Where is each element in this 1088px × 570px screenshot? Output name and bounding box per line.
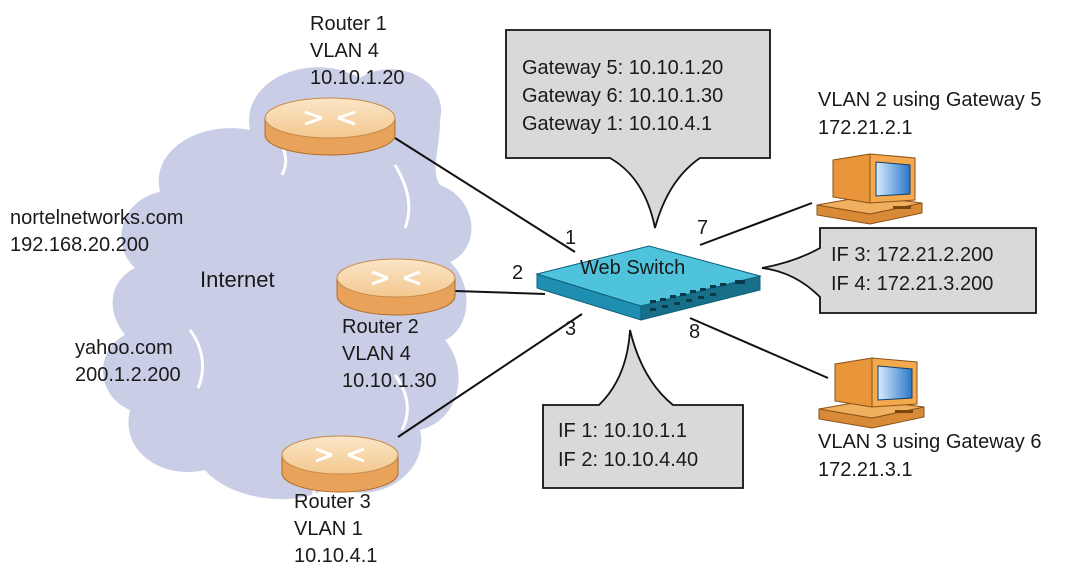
port-7-label: 7 xyxy=(697,217,708,239)
port-3-label: 3 xyxy=(565,318,576,340)
if-3-text: IF 3: 172.21.2.200 xyxy=(831,244,993,266)
host-nortel-name: nortelnetworks.com xyxy=(10,207,183,229)
host-yahoo-name: yahoo.com xyxy=(75,337,173,359)
client-2-vlan-gateway: VLAN 3 using Gateway 6 xyxy=(818,431,1041,453)
link-switch-pc2 xyxy=(689,317,829,379)
router-1-vlan: VLAN 4 xyxy=(310,40,379,62)
router-1-name: Router 1 xyxy=(310,13,387,35)
router-3-ip: 10.10.4.1 xyxy=(294,545,377,567)
port-1-label: 1 xyxy=(565,227,576,249)
client-pc-1-icon xyxy=(816,153,923,225)
gateway-6-text: Gateway 6: 10.10.1.30 xyxy=(522,85,723,107)
gateway-callout xyxy=(505,29,771,229)
internet-label: Internet xyxy=(200,267,275,292)
interface-right-callout xyxy=(761,227,1037,314)
router-2-ip: 10.10.1.30 xyxy=(342,370,437,392)
router-3-name: Router 3 xyxy=(294,491,371,513)
router-1-ip: 10.10.1.20 xyxy=(310,67,405,89)
interface-left-callout xyxy=(542,329,744,489)
link-router1-switch xyxy=(394,137,576,253)
port-8-label: 8 xyxy=(689,321,700,343)
host-yahoo-ip: 200.1.2.200 xyxy=(75,364,181,386)
client-1-ip: 172.21.2.1 xyxy=(818,117,913,139)
host-nortel-ip: 192.168.20.200 xyxy=(10,234,149,256)
router-3-icon xyxy=(281,435,399,493)
gateway-1-text: Gateway 1: 10.10.4.1 xyxy=(522,113,712,135)
client-2-ip: 172.21.3.1 xyxy=(818,459,913,481)
web-switch-label: Web Switch xyxy=(580,257,685,279)
router-3-vlan: VLAN 1 xyxy=(294,518,363,540)
link-router2-switch xyxy=(454,290,546,295)
router-2-icon xyxy=(336,258,456,316)
internet-cloud xyxy=(103,67,472,500)
client-1-vlan-gateway: VLAN 2 using Gateway 5 xyxy=(818,89,1041,111)
router-1-icon xyxy=(264,97,396,156)
gateway-5-text: Gateway 5: 10.10.1.20 xyxy=(522,57,723,79)
if-2-text: IF 2: 10.10.4.40 xyxy=(558,449,698,471)
if-4-text: IF 4: 172.21.3.200 xyxy=(831,273,993,295)
link-switch-pc1 xyxy=(699,202,813,246)
router-2-name: Router 2 xyxy=(342,316,419,338)
port-2-label: 2 xyxy=(512,262,523,284)
router-2-vlan: VLAN 4 xyxy=(342,343,411,365)
client-pc-2-icon xyxy=(818,357,925,429)
link-router3-switch xyxy=(397,313,583,438)
web-switch-icon xyxy=(535,245,762,321)
if-1-text: IF 1: 10.10.1.1 xyxy=(558,420,687,442)
